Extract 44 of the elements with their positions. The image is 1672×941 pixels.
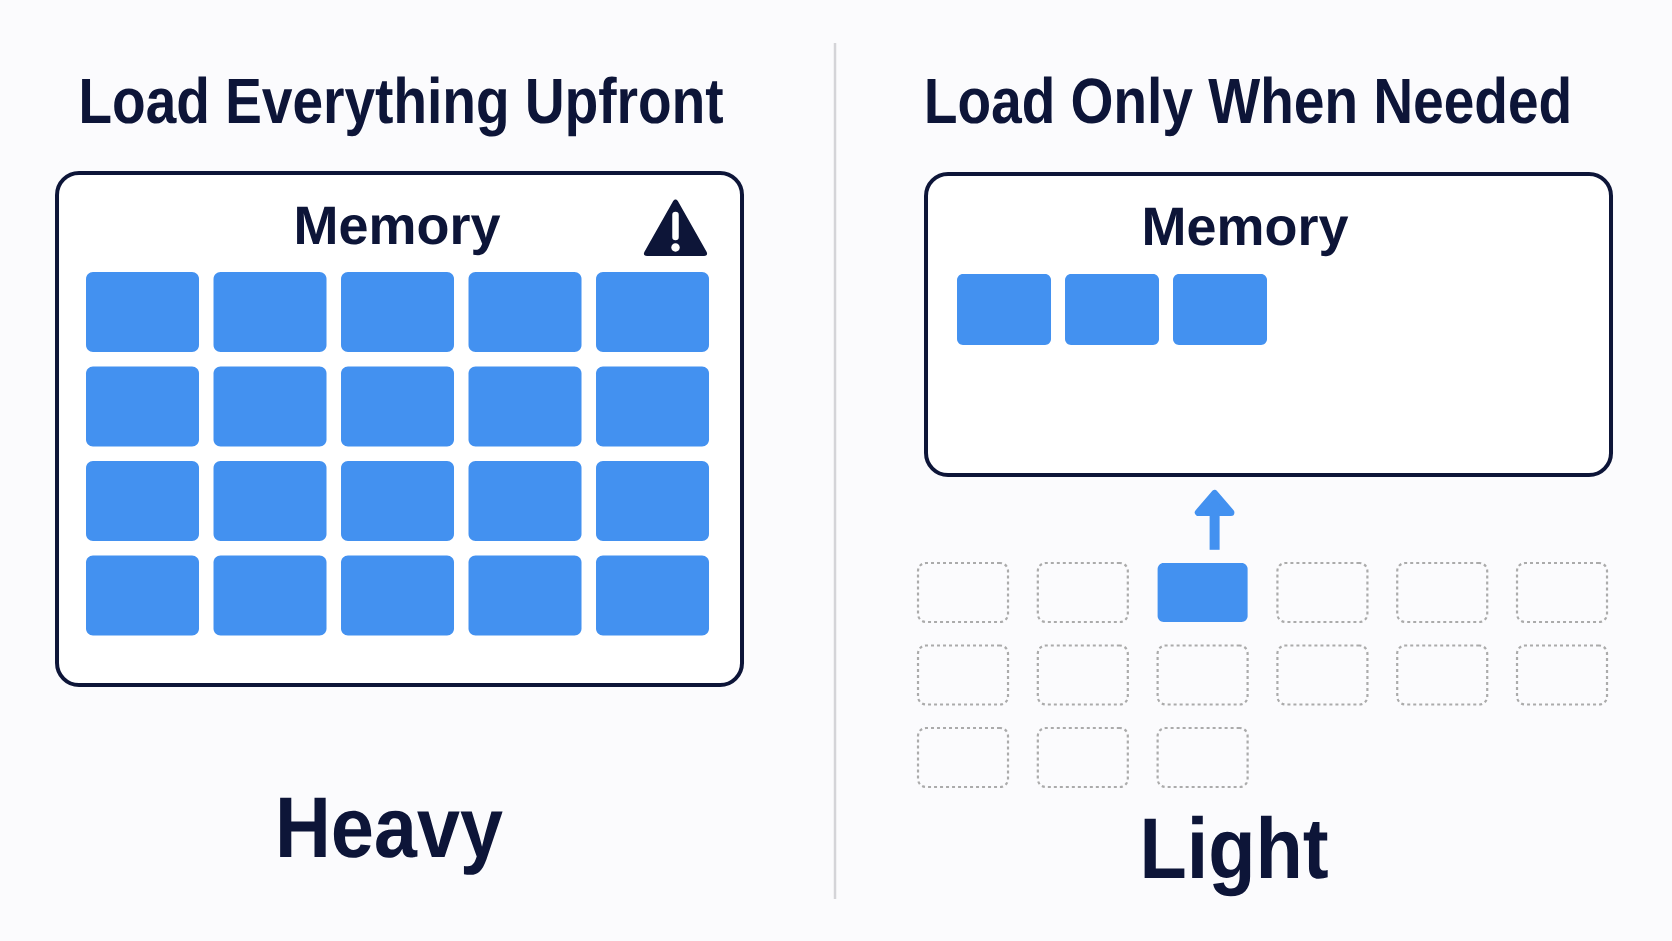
- empty-slot: [1276, 561, 1369, 624]
- empty-slot: [916, 561, 1010, 624]
- arrow: [1194, 490, 1235, 550]
- data-block: [596, 366, 709, 447]
- data-block: [596, 272, 709, 352]
- empty-slot: [1515, 561, 1609, 624]
- empty-slot: [1396, 644, 1489, 706]
- data-block: [468, 366, 582, 447]
- data-block: [341, 366, 454, 447]
- empty-slot: [1036, 644, 1129, 706]
- panel-heading: Load Everything Upfront: [82, 76, 723, 137]
- empty-slot: [916, 644, 1010, 706]
- empty-slot: [1156, 644, 1249, 706]
- data-block: [341, 272, 454, 352]
- data-block: [596, 555, 709, 636]
- panel-heading: Load Only When Needed: [927, 76, 1569, 137]
- result-label: Heavy: [280, 797, 503, 875]
- data-block: [468, 461, 582, 541]
- empty-slot: [916, 726, 1010, 789]
- empty-slot: [1036, 726, 1129, 789]
- data-block: [86, 272, 199, 352]
- empty-slot: [1276, 644, 1369, 706]
- data-block: [341, 461, 454, 541]
- data-block: [213, 272, 327, 352]
- data-block: [86, 555, 199, 636]
- data-block: [86, 461, 199, 541]
- memory-box: Memory: [924, 172, 1613, 477]
- empty-slot: [1396, 561, 1489, 624]
- data-block: [596, 461, 709, 541]
- empty-slot: [1036, 561, 1129, 624]
- empty-slot: [1515, 644, 1609, 706]
- result-label: Light: [1144, 815, 1328, 897]
- data-block: [468, 555, 582, 636]
- data-block: [1065, 274, 1159, 345]
- data-block: [213, 555, 327, 636]
- data-block: [341, 555, 454, 636]
- empty-slot: [1156, 726, 1249, 789]
- data-block: [213, 366, 327, 447]
- data-block: [957, 274, 1051, 345]
- data-block: [86, 366, 199, 447]
- data-block: [468, 272, 582, 352]
- data-block: [1157, 563, 1248, 622]
- data-block: [1173, 274, 1267, 345]
- data-block: [213, 461, 327, 541]
